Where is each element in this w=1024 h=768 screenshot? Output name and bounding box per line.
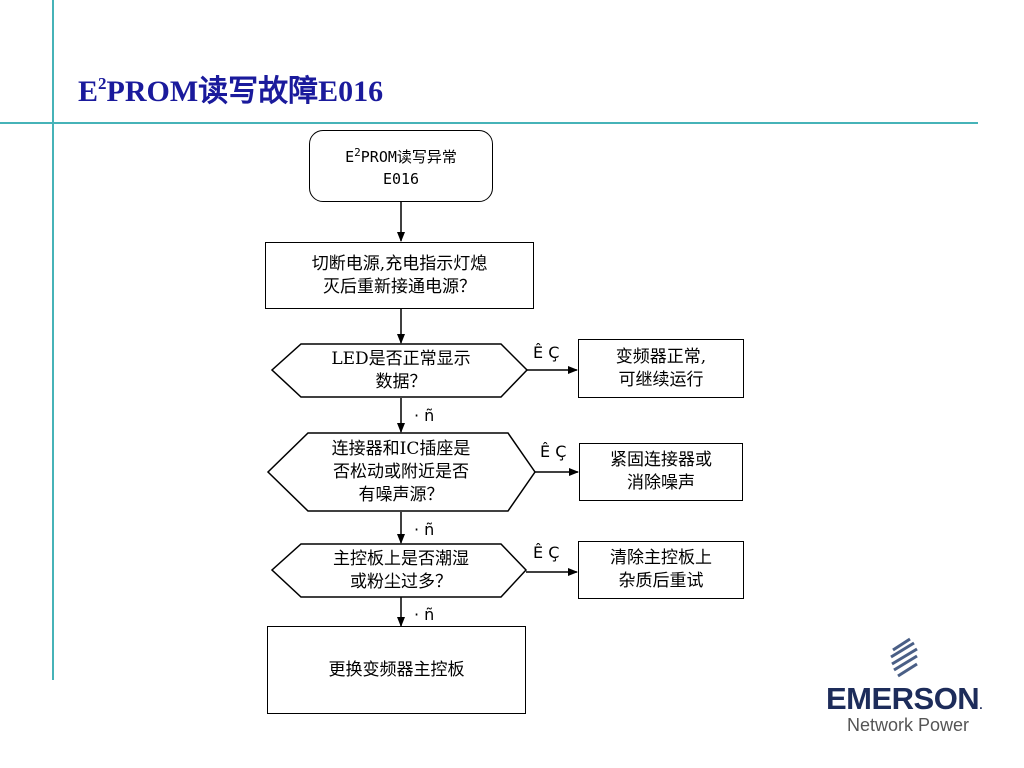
emerson-logo: EMERSON. Network Power: [818, 636, 990, 736]
decision-2-shape: [266, 432, 536, 512]
slide-title: E2PROM读写故障E016: [78, 74, 384, 108]
yes-label-1: Ê Ç: [533, 343, 560, 362]
start-terminal: E2PROM读写异常 E016: [309, 130, 493, 202]
result-normal-operation: 变频器正常, 可继续运行: [578, 339, 744, 398]
decision-2-text: 连接器和IC插座是 否松动或附近是否 有噪声源？: [331, 439, 471, 505]
emerson-diamond-icon: [887, 637, 921, 678]
yes-label-3: Ê Ç: [533, 543, 560, 562]
no-label-3: · ñ: [414, 605, 435, 624]
accent-vertical-line: [52, 0, 54, 680]
accent-horizontal-line: [0, 122, 978, 124]
final-replace-board: 更换变频器主控板: [267, 626, 526, 714]
result-clean-board: 清除主控板上 杂质后重试: [578, 541, 744, 599]
decision-3-text: 主控板上是否潮湿 或粉尘过多？: [333, 549, 469, 592]
decision-1-shape: [270, 343, 529, 398]
result-tighten-connector: 紧固连接器或 消除噪声: [579, 443, 743, 501]
no-label-2: · ñ: [414, 520, 435, 539]
process-restart-power: 切断电源,充电指示灯熄 灭后重新接通电源？: [265, 242, 534, 309]
emerson-wordmark: EMERSON.: [825, 681, 983, 716]
yes-label-2: Ê Ç: [540, 442, 567, 461]
network-power-text: Network Power: [846, 715, 970, 735]
no-label-1: · ñ: [414, 406, 435, 425]
decision-3-shape: [270, 543, 528, 598]
decision-1-text: LED是否正常显示 数据？: [331, 349, 471, 392]
